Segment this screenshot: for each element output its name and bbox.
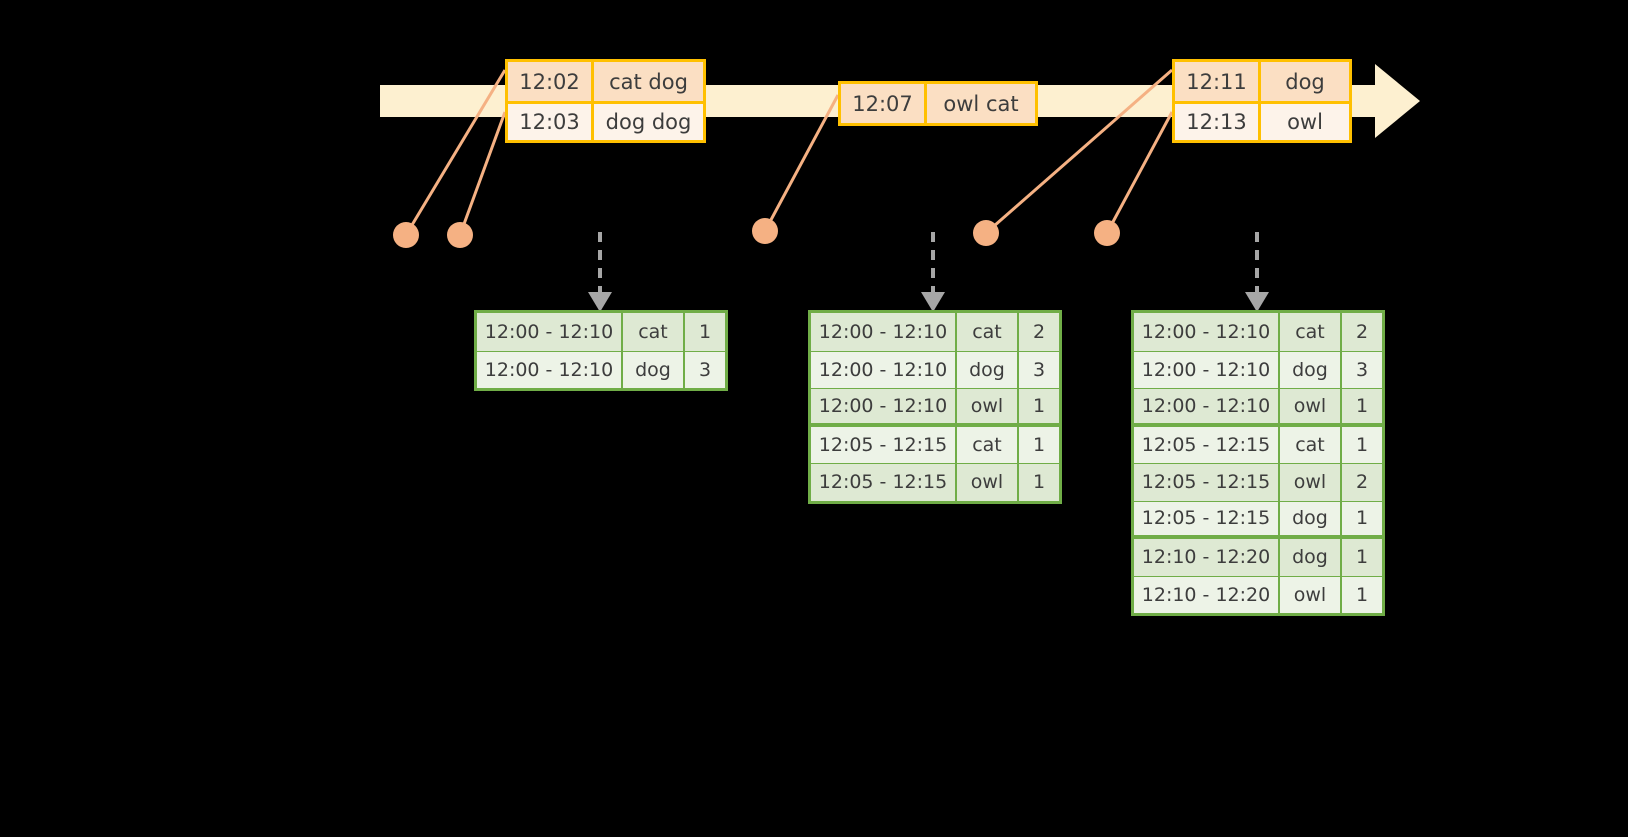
cell-word: dog bbox=[623, 351, 685, 388]
cell-count: 1 bbox=[1342, 389, 1382, 423]
cell-count: 2 bbox=[1342, 313, 1382, 351]
event-time: 12:02 bbox=[508, 62, 594, 101]
event-time: 12:03 bbox=[508, 104, 594, 140]
event-row: 12:02 cat dog bbox=[508, 62, 703, 101]
cell-window: 12:05 - 12:15 bbox=[811, 464, 957, 501]
event-group-2: 12:07 owl cat bbox=[838, 81, 1038, 126]
cell-window: 12:05 - 12:15 bbox=[811, 426, 957, 463]
cell-count: 1 bbox=[1019, 389, 1059, 423]
event-row: 12:11 dog bbox=[1175, 62, 1349, 101]
event-time: 12:11 bbox=[1175, 62, 1261, 101]
cell-window: 12:05 - 12:15 bbox=[1134, 501, 1280, 535]
cell-window: 12:05 - 12:15 bbox=[1134, 426, 1280, 463]
event-words: dog dog bbox=[594, 104, 703, 140]
cell-word: cat bbox=[957, 426, 1019, 463]
event-row: 12:03 dog dog bbox=[508, 101, 703, 140]
cell-count: 1 bbox=[1342, 576, 1382, 613]
event-row: 12:13 owl bbox=[1175, 101, 1349, 140]
cell-count: 3 bbox=[685, 351, 725, 388]
connector-dot-4 bbox=[973, 220, 999, 246]
dashed-arrow-2 bbox=[921, 232, 945, 312]
cell-count: 1 bbox=[1342, 501, 1382, 535]
dashed-arrow-3 bbox=[1245, 232, 1269, 312]
connector-dot-2 bbox=[447, 222, 473, 248]
cell-window: 12:00 - 12:10 bbox=[811, 351, 957, 388]
cell-window: 12:10 - 12:20 bbox=[1134, 539, 1280, 576]
event-time: 12:13 bbox=[1175, 104, 1261, 140]
cell-window: 12:00 - 12:10 bbox=[811, 313, 957, 351]
event-words: dog bbox=[1261, 62, 1349, 101]
cell-word: owl bbox=[957, 389, 1019, 423]
event-row: 12:07 owl cat bbox=[841, 84, 1035, 123]
dashed-arrow-1 bbox=[588, 232, 612, 312]
event-time: 12:07 bbox=[841, 84, 927, 123]
cell-window: 12:00 - 12:10 bbox=[811, 389, 957, 423]
cell-word: dog bbox=[957, 351, 1019, 388]
cell-word: owl bbox=[957, 464, 1019, 501]
cell-word: cat bbox=[957, 313, 1019, 351]
connector-dot-3 bbox=[752, 218, 778, 244]
cell-window: 12:00 - 12:10 bbox=[1134, 351, 1280, 388]
cell-count: 2 bbox=[1342, 464, 1382, 501]
cell-count: 1 bbox=[1019, 464, 1059, 501]
event-words: owl bbox=[1261, 104, 1349, 140]
cell-count: 3 bbox=[1019, 351, 1059, 388]
cell-word: owl bbox=[1280, 576, 1342, 613]
connector-dot-1 bbox=[393, 222, 419, 248]
cell-window: 12:00 - 12:10 bbox=[477, 313, 623, 351]
cell-word: dog bbox=[1280, 501, 1342, 535]
cell-word: cat bbox=[1280, 426, 1342, 463]
cell-word: owl bbox=[1280, 389, 1342, 423]
cell-window: 12:00 - 12:10 bbox=[477, 351, 623, 388]
cell-word: cat bbox=[1280, 313, 1342, 351]
cell-window: 12:00 - 12:10 bbox=[1134, 313, 1280, 351]
event-words: cat dog bbox=[594, 62, 703, 101]
cell-word: owl bbox=[1280, 464, 1342, 501]
cell-count: 1 bbox=[1019, 426, 1059, 463]
cell-word: cat bbox=[623, 313, 685, 351]
cell-word: dog bbox=[1280, 539, 1342, 576]
cell-count: 1 bbox=[1342, 426, 1382, 463]
cell-count: 1 bbox=[1342, 539, 1382, 576]
cell-window: 12:05 - 12:15 bbox=[1134, 464, 1280, 501]
cell-count: 1 bbox=[685, 313, 725, 351]
cell-count: 2 bbox=[1019, 313, 1059, 351]
cell-count: 3 bbox=[1342, 351, 1382, 388]
event-group-1: 12:02 cat dog 12:03 dog dog bbox=[505, 59, 706, 143]
cell-window: 12:00 - 12:10 bbox=[1134, 389, 1280, 423]
event-group-3: 12:11 dog 12:13 owl bbox=[1172, 59, 1352, 143]
event-words: owl cat bbox=[927, 84, 1035, 123]
connector-dot-5 bbox=[1094, 220, 1120, 246]
cell-word: dog bbox=[1280, 351, 1342, 388]
cell-window: 12:10 - 12:20 bbox=[1134, 576, 1280, 613]
